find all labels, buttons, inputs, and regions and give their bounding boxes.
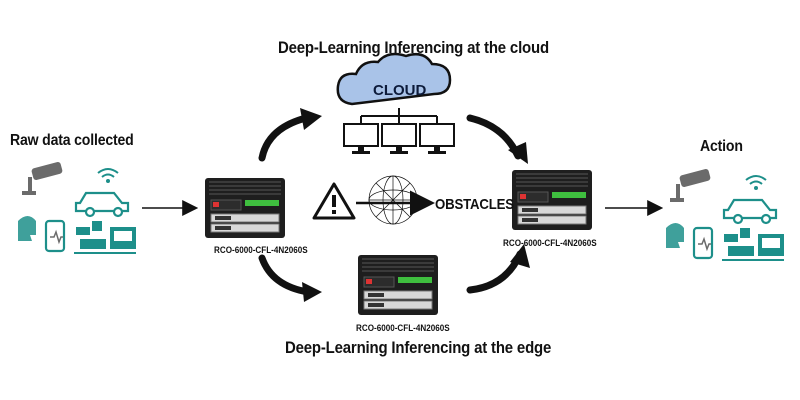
raw-data-label: Raw data collected — [10, 132, 134, 149]
edge-device-left — [204, 177, 286, 239]
cloud-inferencing-title: Deep-Learning Inferencing at the cloud — [278, 38, 549, 57]
obstacles-label: OBSTACLES — [435, 196, 514, 213]
arrow-device-to-cloud — [258, 114, 310, 162]
action-icons — [664, 167, 786, 262]
raw-data-icons — [16, 160, 138, 255]
device-model-left: RCO-6000-CFL-4N2060S — [214, 245, 308, 255]
edge-device-bottom — [357, 254, 439, 316]
cloud-label: CLOUD — [373, 82, 427, 99]
device-model-right: RCO-6000-CFL-4N2060S — [503, 238, 597, 248]
neural-network-icon — [368, 175, 418, 225]
action-label: Action — [700, 138, 743, 155]
monitor-icon-group — [343, 108, 455, 155]
arrow-device-to-edge — [258, 254, 312, 296]
warning-triangle-icon — [312, 182, 356, 220]
edge-device-right — [511, 169, 593, 231]
device-model-bottom: RCO-6000-CFL-4N2060S — [356, 323, 450, 333]
edge-inferencing-title: Deep-Learning Inferencing at the edge — [285, 338, 552, 357]
cloud-icon — [336, 52, 452, 106]
